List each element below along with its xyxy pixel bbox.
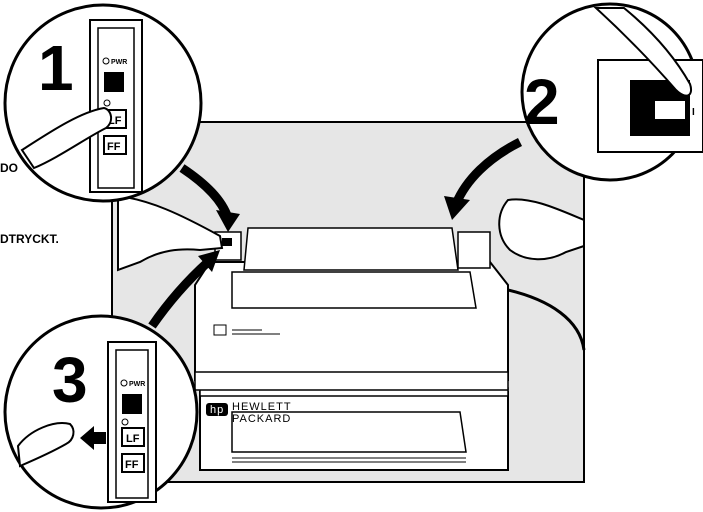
status-led-icon xyxy=(122,419,128,425)
printer-control-button[interactable] xyxy=(222,238,232,246)
callout3-ff-label: FF xyxy=(125,459,139,471)
margin-text-line1: DO xyxy=(0,161,18,175)
paper-sheet xyxy=(244,228,458,270)
pwr-led-icon xyxy=(103,58,109,64)
hp-logo-text: hp xyxy=(210,404,224,416)
callout3-pwr-label: PWR xyxy=(129,381,145,388)
step-number-2: 2 xyxy=(524,66,560,138)
status-led-icon xyxy=(104,100,110,106)
pwr-led-icon xyxy=(121,380,127,386)
callout-step-2: O I 2 xyxy=(522,4,703,180)
switch-on-label: I xyxy=(692,107,695,118)
callout3-lf-label: LF xyxy=(126,433,140,445)
callout3-panel-inner xyxy=(116,350,148,498)
margin-text-line2: DTRYCKT. xyxy=(0,232,59,246)
callout1-pwr-label: PWR xyxy=(111,59,127,66)
platen-knob xyxy=(458,232,490,268)
callout-step-3: PWR LF FF 3 xyxy=(5,316,197,508)
callout3-pwr-button[interactable] xyxy=(122,394,142,414)
power-switch[interactable] xyxy=(654,100,686,120)
callout1-ff-label: FF xyxy=(107,141,121,153)
step-number-1: 1 xyxy=(38,32,74,104)
callout-step-1: PWR LF FF 1 xyxy=(5,5,201,201)
callout1-pwr-button[interactable] xyxy=(104,72,124,92)
brand-line1: HEWLETT xyxy=(232,401,292,413)
front-badge xyxy=(214,325,226,335)
printer-top-cover xyxy=(232,272,476,308)
brand-line2: PACKARD xyxy=(232,413,291,425)
switch-off-label: O xyxy=(645,107,653,118)
printer-front-lip xyxy=(195,372,508,390)
step-number-3: 3 xyxy=(52,344,88,416)
